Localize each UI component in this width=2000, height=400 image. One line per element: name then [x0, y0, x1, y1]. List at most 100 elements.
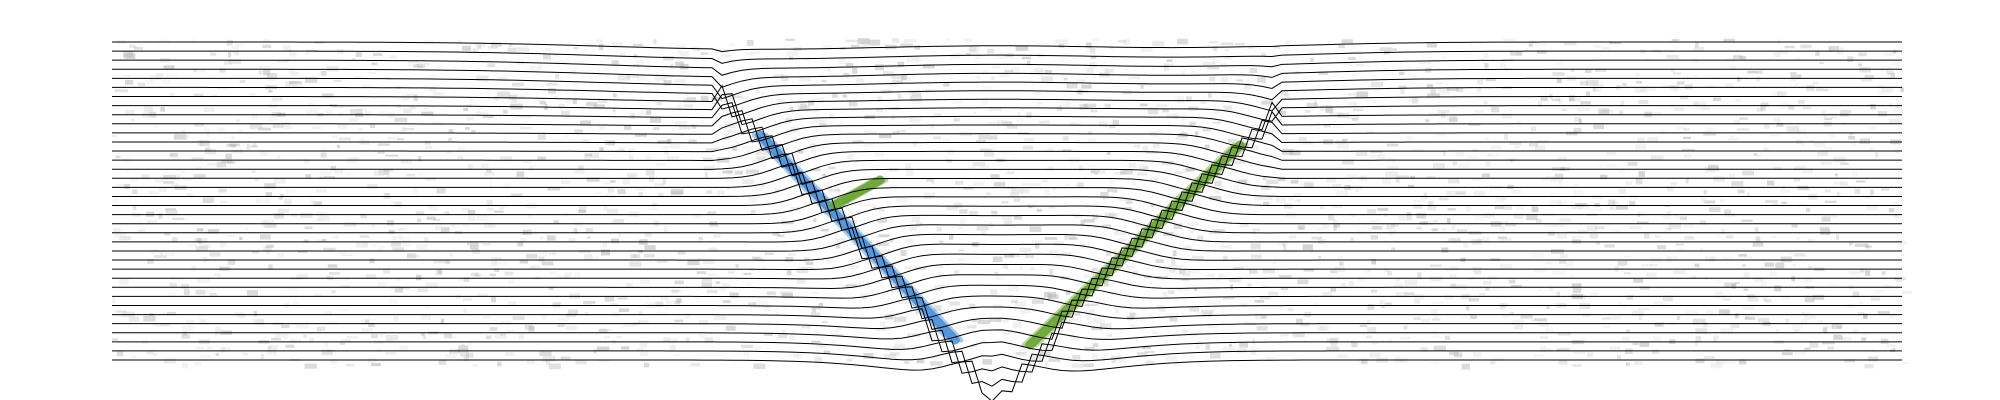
noise-speck — [1072, 355, 1081, 360]
noise-speck — [1142, 146, 1149, 152]
noise-speck — [398, 287, 410, 290]
noise-speck — [1075, 282, 1084, 287]
noise-speck — [519, 237, 527, 243]
noise-speck — [1703, 322, 1708, 328]
noise-speck — [959, 340, 969, 343]
noise-speck — [1262, 177, 1266, 181]
noise-speck — [354, 76, 362, 79]
noise-speck — [407, 61, 419, 67]
noise-speck — [698, 320, 709, 326]
noise-speck — [884, 354, 897, 359]
noise-speck — [1715, 359, 1724, 365]
noise-speck — [803, 257, 810, 260]
noise-speck — [1864, 364, 1874, 369]
noise-speck — [908, 226, 917, 231]
noise-speck — [1446, 218, 1451, 224]
noise-speck — [706, 148, 719, 151]
noise-speck — [599, 147, 604, 152]
noise-speck — [1356, 91, 1369, 98]
noise-speck — [1104, 103, 1111, 108]
noise-speck — [223, 60, 232, 65]
noise-speck — [1803, 278, 1812, 283]
noise-speck — [1875, 152, 1879, 158]
noise-speck — [1092, 318, 1105, 325]
noise-speck — [1187, 202, 1201, 206]
noise-speck — [451, 223, 455, 227]
noise-speck — [147, 259, 154, 264]
noise-speck — [267, 104, 278, 108]
noise-speck — [369, 258, 375, 264]
noise-speck — [174, 174, 180, 181]
noise-speck — [863, 143, 874, 147]
noise-speck — [847, 355, 856, 359]
noise-speck — [926, 334, 939, 340]
noise-speck — [401, 95, 411, 101]
noise-speck — [735, 141, 739, 145]
noise-speck — [1607, 199, 1616, 206]
noise-speck — [1369, 352, 1381, 358]
noise-speck — [986, 192, 992, 196]
noise-speck — [1502, 204, 1512, 210]
noise-speck — [1499, 238, 1512, 241]
noise-speck — [1162, 109, 1169, 113]
noise-speck — [959, 209, 968, 214]
noise-speck — [1762, 297, 1768, 301]
noise-speck — [127, 53, 136, 59]
noise-speck — [346, 363, 355, 367]
noise-speck — [228, 52, 232, 58]
horizontal-line — [112, 265, 1902, 299]
noise-speck — [130, 118, 135, 121]
noise-speck — [655, 301, 664, 307]
noise-speck — [662, 74, 674, 79]
noise-speck — [604, 193, 616, 198]
noise-speck — [465, 127, 470, 130]
noise-speck — [203, 127, 210, 132]
noise-speck — [1350, 50, 1363, 54]
noise-speck — [1255, 124, 1262, 130]
noise-speck — [1243, 85, 1252, 90]
noise-speck — [1804, 347, 1811, 351]
noise-speck — [359, 138, 365, 144]
noise-speck — [613, 93, 617, 98]
noise-speck — [640, 279, 650, 284]
noise-speck — [643, 253, 655, 258]
noise-speck — [1249, 269, 1258, 274]
noise-speck — [1695, 336, 1702, 342]
noise-speck — [1733, 119, 1740, 125]
noise-speck — [426, 74, 437, 80]
noise-speck — [758, 128, 771, 132]
noise-speck — [1016, 217, 1023, 221]
noise-speck — [1878, 90, 1891, 95]
noise-speck — [1150, 203, 1155, 208]
noise-speck — [479, 53, 487, 57]
noise-speck — [1854, 188, 1861, 195]
noise-speck — [1731, 283, 1736, 289]
noise-speck — [1730, 323, 1740, 329]
noise-speck — [810, 312, 821, 318]
noise-speck — [437, 269, 442, 275]
noise-speck — [894, 343, 905, 349]
noise-speck — [1618, 110, 1624, 115]
noise-speck — [990, 174, 1000, 179]
noise-speck — [1136, 351, 1148, 358]
noise-speck — [851, 44, 860, 48]
noise-speck — [1852, 291, 1860, 298]
noise-speck — [226, 144, 237, 147]
noise-speck — [702, 259, 715, 265]
noise-speck — [1346, 101, 1357, 106]
noise-speck — [554, 53, 558, 57]
noise-speck — [489, 273, 496, 277]
noise-speck — [666, 138, 672, 144]
noise-speck — [1889, 313, 1897, 319]
horizontal-line — [112, 152, 1902, 186]
noise-speck — [1012, 352, 1021, 355]
noise-speck — [258, 65, 271, 69]
noise-speck — [194, 237, 200, 242]
noise-speck — [1048, 358, 1061, 362]
noise-speck — [969, 303, 976, 310]
noise-speck — [225, 234, 236, 238]
noise-speck — [491, 296, 497, 303]
noise-speck — [1684, 236, 1694, 240]
noise-speck — [282, 45, 291, 52]
noise-speck — [809, 143, 816, 146]
